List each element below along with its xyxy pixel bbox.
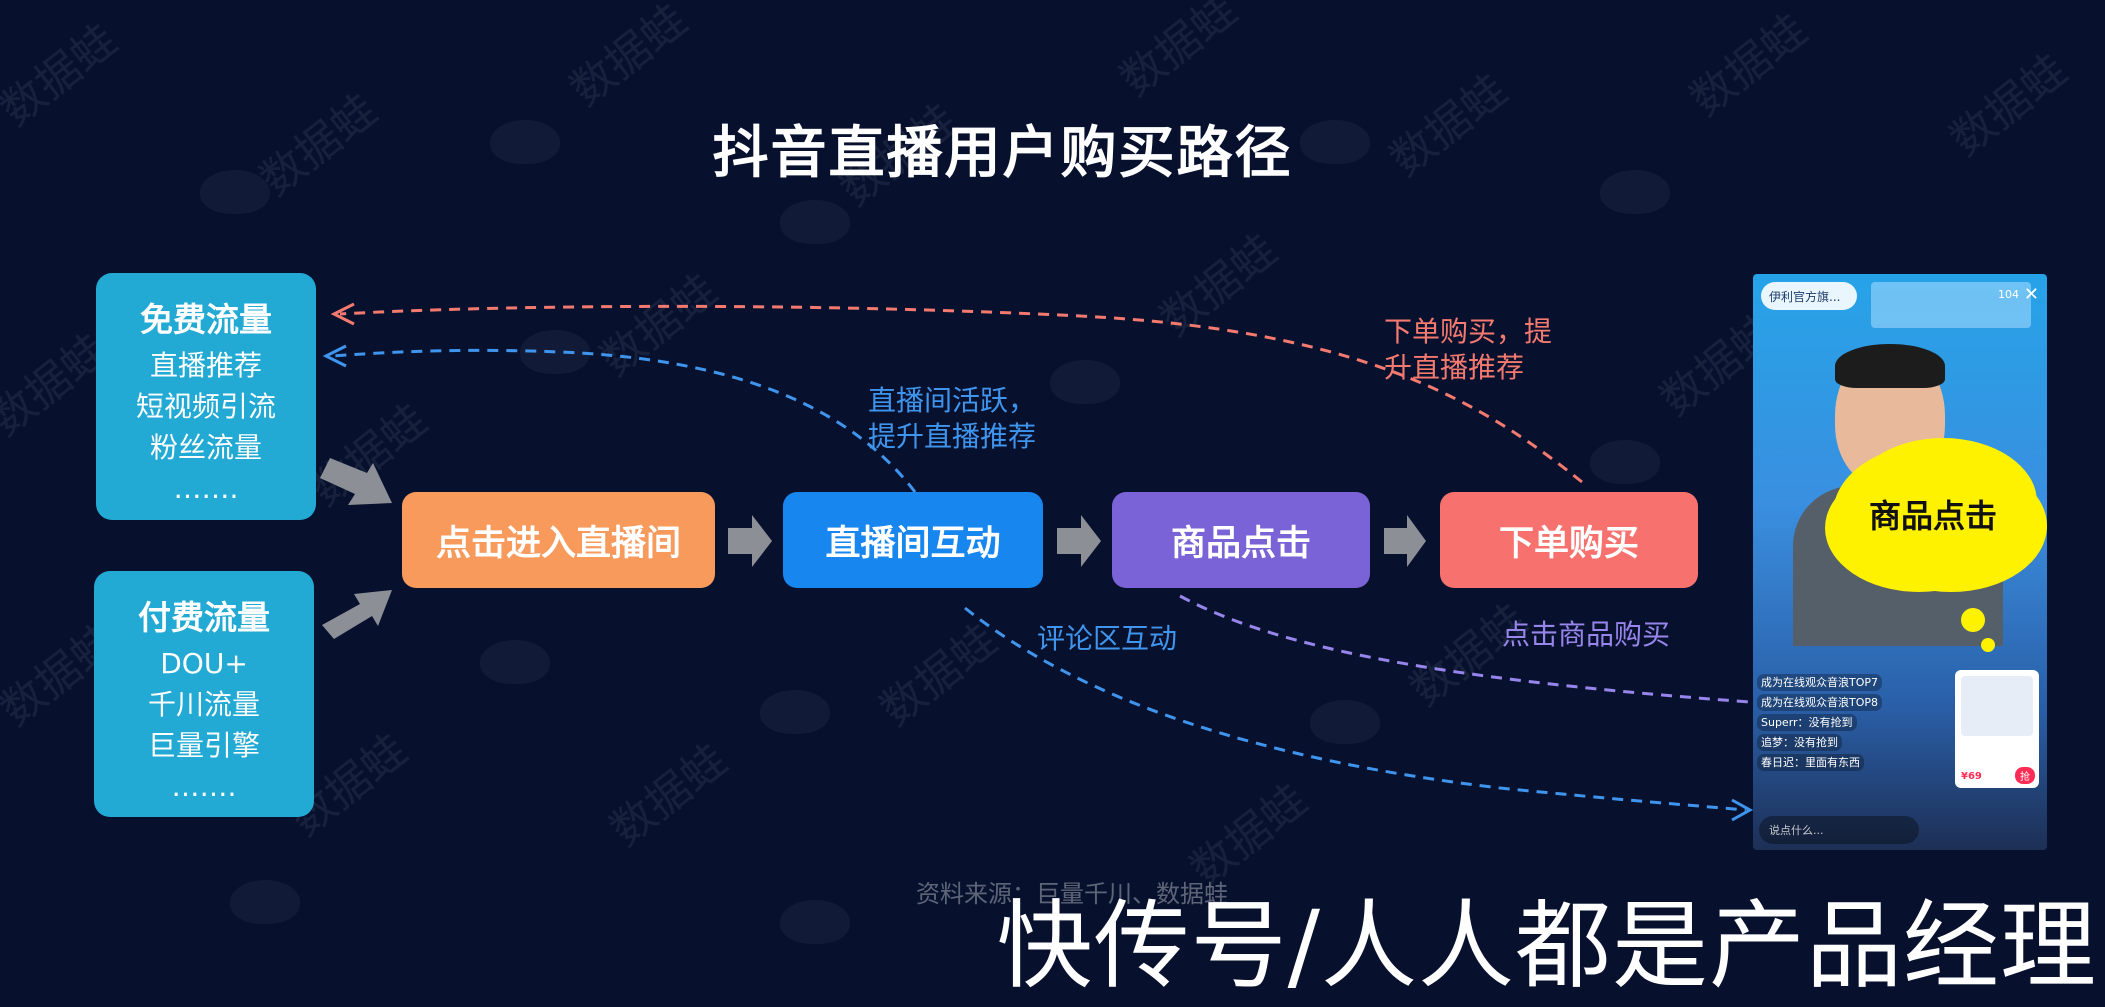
annotation-click-purchase: 点击商品购买 <box>1502 618 1671 651</box>
annotation-live-active: 直播间活跃， 提升直播推荐 <box>868 384 1037 453</box>
blue-feedback-arrowhead <box>322 344 347 368</box>
source-note: 资料来源：巨量千川、数据蛙 <box>916 880 1228 908</box>
close-icon: ✕ <box>2023 284 2039 305</box>
comment-item: 成为在线观众音浪TOP8 <box>1757 694 1883 711</box>
comment-arrow <box>964 606 1747 812</box>
step-enter-live-room: 点击进入直播间 <box>402 492 715 588</box>
flow-arrows <box>320 302 1754 822</box>
shop-name: 伊利官方旗... <box>1769 289 1841 304</box>
paid-traffic-item: DOU+ <box>160 647 248 680</box>
callout-label: 商品点击 <box>1868 497 1997 535</box>
gray-arrow-step2-to-step3 <box>1057 515 1101 567</box>
red-feedback-arrowhead <box>330 302 355 326</box>
free-traffic-heading: 免费流量 <box>140 300 272 339</box>
product-price: ¥69 <box>1961 771 1982 782</box>
comment-item: 追梦：没有抢到 <box>1757 734 1842 751</box>
viewer-count: 104 <box>1998 288 2019 301</box>
stage-sign <box>1871 282 2031 328</box>
annotation-order-boost: 下单购买，提 升直播推荐 <box>1384 315 1553 384</box>
comment-input[interactable]: 说点什么... <box>1759 816 1919 844</box>
annotation-comment-interaction: 评论区互动 <box>1037 622 1178 655</box>
paid-traffic-item: ……. <box>171 770 237 803</box>
paid-traffic-item: 巨量引擎 <box>147 729 260 762</box>
free-traffic-item: ……. <box>173 472 239 505</box>
shop-name-badge: 伊利官方旗... <box>1761 282 1857 310</box>
purchase-arrow <box>1179 594 1751 704</box>
paid-traffic-item: 千川流量 <box>147 688 260 721</box>
page-title: 抖音直播用户购买路径 <box>712 121 1293 186</box>
comment-item: 成为在线观众音浪TOP7 <box>1757 674 1883 691</box>
callout-dot <box>1981 638 1995 652</box>
comment-input-placeholder: 说点什么... <box>1769 824 1824 837</box>
gray-arrow-step3-to-step4 <box>1384 515 1426 567</box>
free-traffic-item: 短视频引流 <box>135 390 276 423</box>
step-place-order: 下单购买 <box>1440 492 1698 588</box>
free-traffic-item: 直播推荐 <box>149 349 262 382</box>
step-product-click: 商品点击 <box>1112 492 1370 588</box>
gray-arrow-free-to-step <box>320 458 392 505</box>
callout-dot <box>1961 608 1985 632</box>
gray-arrow-step1-to-step2 <box>728 515 772 567</box>
comment-arrowhead <box>1731 798 1754 822</box>
free-traffic-item: 粉丝流量 <box>149 431 262 464</box>
comment-item: 春日迟：里面有东西 <box>1757 754 1864 771</box>
red-feedback-arrow <box>339 304 1583 484</box>
comment-list: 成为在线观众音浪TOP7 成为在线观众音浪TOP8 Superr：没有抢到 追梦… <box>1757 674 1953 804</box>
paid-traffic-box: 付费流量 DOU+ 千川流量 巨量引擎 ……. <box>94 571 314 817</box>
live-stream-screenshot: 伊利官方旗... 104 ✕ 商品点击 成为在线观众音浪TOP7 成为在线观众音… <box>1753 274 2047 850</box>
step-live-interaction: 直播间互动 <box>783 492 1043 588</box>
buy-button[interactable]: 抢 <box>2015 767 2035 784</box>
paid-traffic-heading: 付费流量 <box>138 598 270 637</box>
free-traffic-box: 免费流量 直播推荐 短视频引流 粉丝流量 ……. <box>96 273 316 520</box>
blue-feedback-arrow <box>331 348 917 493</box>
product-image <box>1961 676 2033 736</box>
comment-item: Superr：没有抢到 <box>1757 714 1857 731</box>
gray-arrow-paid-to-step <box>322 590 392 639</box>
product-card[interactable]: ¥69 抢 <box>1955 670 2039 788</box>
brand-watermark: 快传号/人人都是产品经理 <box>996 890 2097 1002</box>
callout-bubble: 商品点击 <box>1833 444 2033 584</box>
streamer-hair <box>1835 344 1945 388</box>
